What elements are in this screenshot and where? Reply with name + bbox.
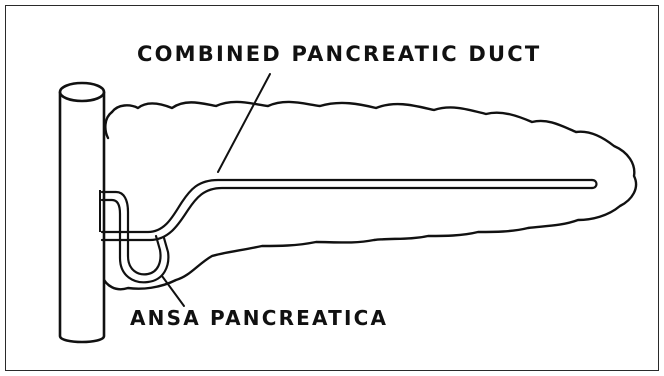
pancreas-outline [102, 102, 636, 289]
duct-leader-line [218, 74, 270, 172]
combined-duct-label: COMBINED PANCREATIC DUCT [137, 42, 541, 66]
combined-pancreatic-duct [102, 180, 597, 240]
ansa-pancreatica-label: ANSA PANCREATICA [130, 306, 388, 330]
duodenum-tube [60, 83, 104, 342]
pancreas-outline-head [105, 112, 112, 138]
ansa-pancreatica-loop [102, 192, 168, 282]
